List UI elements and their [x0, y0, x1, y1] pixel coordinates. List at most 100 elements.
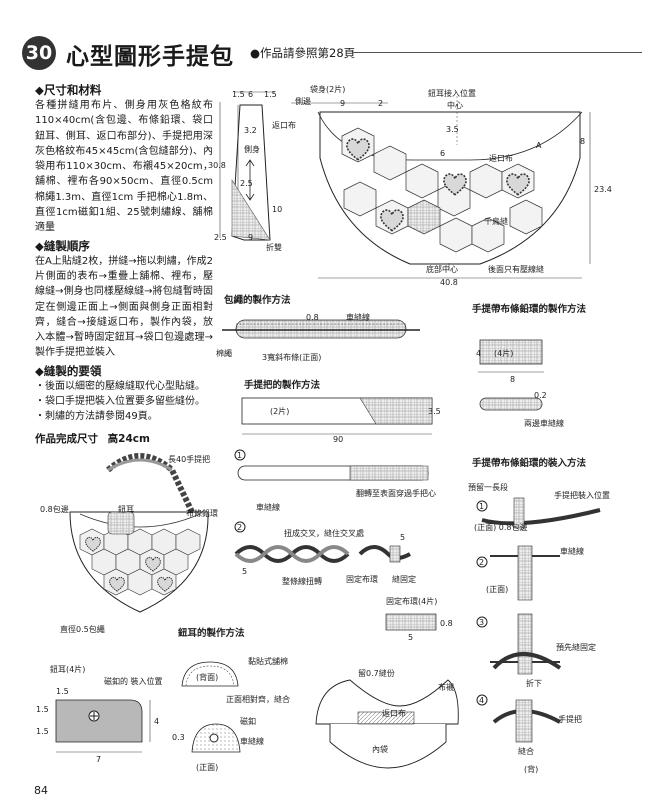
svg-text:1: 1	[237, 451, 242, 460]
ear-dim03: 0.3	[172, 733, 185, 742]
point-item: ・袋口手提把裝入位置要多留些縫份。	[35, 396, 205, 408]
attach-step-2: 2	[476, 545, 560, 601]
handle-dim5: 5	[242, 567, 247, 576]
magnet-position: 磁釦的 裝入位置	[104, 676, 163, 686]
loop-make-title: 手提帶布條鉛環的製作方法	[472, 303, 587, 315]
gusset-bottom-dim: 2.5	[214, 233, 227, 242]
lining-return: 返口布	[382, 708, 406, 718]
attach-front: (正面)	[486, 585, 508, 594]
loop-dim4: 4	[476, 349, 481, 358]
bottom-center-label: 底部中心	[426, 264, 458, 274]
handle-pieces: (2片)	[270, 406, 289, 416]
center-label: 中心	[447, 100, 463, 110]
magnet-label: 磁釦	[240, 716, 256, 726]
interface-label: 布襯	[438, 682, 454, 692]
piping-diagram	[222, 319, 420, 339]
materials-text: 各種拼縫用布片、側身用灰色格紋布110×40cm(含包邊、布條鉛環、袋口鈕耳、側…	[35, 100, 213, 234]
points-heading: ◆縫製的要領	[35, 363, 102, 378]
ear-dim: 7	[96, 755, 101, 764]
leave-label: 預留一長段	[468, 482, 508, 492]
allowance-label: 留0.7縫份	[358, 668, 395, 678]
svg-text:3: 3	[479, 618, 484, 627]
bag-body-pattern	[291, 96, 591, 279]
bottom-cord-label: 直徑0.5包繩	[60, 624, 105, 634]
finished-size-value: 高24cm	[107, 432, 150, 445]
point-item: ・後面以細密的壓線縫取代心型貼縫。	[35, 380, 205, 392]
loop-attach-title: 手提帶布條鉛環的裝入方法	[472, 457, 587, 469]
instructions-column: ◆尺寸和材料 各種拼縫用布片、側身用灰色格紋布110×40cm(含包邊、布條鉛環…	[35, 82, 213, 446]
loop-strip	[478, 339, 544, 411]
inner-bag-label: 內袋	[372, 744, 388, 754]
cross-stitch-label: 千鳥縫	[484, 216, 508, 226]
svg-text:2: 2	[237, 523, 242, 532]
bag-illustration	[69, 453, 209, 613]
attach-step-1: 1	[476, 497, 601, 529]
bag-width: 40.8	[440, 278, 458, 287]
align-label: 正面相對齊，縫合	[226, 694, 290, 704]
bag-body-title: 袋身(2片)	[310, 84, 345, 94]
header-rule	[352, 52, 642, 53]
svg-text:2: 2	[479, 558, 484, 567]
gusset-height: 30.8	[208, 161, 226, 170]
ear-stitch: 車縫線	[240, 736, 264, 746]
piping-dim: 0.8	[306, 313, 319, 322]
gusset-dim: 10	[272, 205, 282, 214]
loop-pieces: (4片)	[494, 348, 513, 358]
whole-twist-label: 整條線扭轉	[282, 576, 322, 586]
bag-height: 23.4	[594, 185, 612, 194]
handle-position-label: 鈕耳接入位置	[428, 88, 476, 98]
back-note: 後面只有壓線縫	[488, 264, 544, 274]
gusset-side-label: 側身	[244, 144, 260, 154]
piping-stitch: 車縫線	[346, 312, 370, 322]
bag-side-label: 側邊	[295, 96, 311, 106]
gusset-dim-top: 1.5	[232, 90, 245, 99]
bag-dim: 9	[340, 99, 345, 108]
area-a-label: A	[536, 141, 542, 150]
ear-dim: 1.5	[56, 687, 69, 696]
handle-stitch: 車縫線	[256, 502, 280, 512]
reference-note: ●作品請參照第28頁	[250, 46, 356, 60]
project-number-badge: 30	[22, 36, 56, 70]
piping-cord: 棉繩	[216, 348, 232, 358]
fix-cloth-title: 固定布環(4片)	[386, 596, 437, 606]
handle-turn: 翻轉至表面穿過手把心	[356, 488, 436, 498]
point-item: ・刺繡的方法請參閱49頁。	[35, 411, 158, 423]
svg-text:1: 1	[479, 502, 484, 511]
handle-40-label: 長40手提把	[168, 454, 210, 464]
page-header: 30 心型圖形手提包 ●作品請參照第28頁	[22, 36, 642, 72]
fold-down-label: 折下	[526, 678, 542, 688]
fix-cloth-piece	[385, 613, 437, 631]
fix-cloth-dim: 5	[408, 633, 413, 642]
gusset-dim-top: 6	[248, 90, 253, 99]
bag-dim: 3.5	[446, 125, 459, 134]
page-title: 心型圖形手提包	[66, 44, 234, 70]
fix-cloth-dim: 0.8	[440, 619, 453, 628]
gusset-pattern	[219, 91, 275, 241]
bag-dim: 8	[580, 137, 585, 146]
piping-08-label: 0.8包邊	[40, 504, 69, 514]
materials-heading: ◆尺寸和材料	[35, 83, 102, 97]
piping-fabric: 3寬斜布條(正面)	[262, 352, 321, 362]
steps-text: 在A上貼縫2枚，拼縫→拖以刺繡，作成2片側面的表布→重疊上舖棉、裡布，壓線縫→側…	[35, 255, 213, 359]
ear-make-title: 鈕耳的製作方法	[178, 627, 245, 639]
front-seam-label: (正面) 0.8包邊	[474, 522, 528, 532]
handle-make-title: 手提把的製作方法	[244, 379, 321, 391]
gusset-dim: 3.2	[244, 126, 257, 135]
handle-step-1: 1	[234, 449, 429, 481]
handle-dim5: 5	[400, 533, 405, 542]
loop-stitch: 兩邊車縫線	[524, 418, 564, 428]
bag-dim: 2	[378, 99, 383, 108]
return-cloth-label: 返口布	[489, 153, 513, 163]
ear-dim: 1.5	[36, 705, 49, 714]
svg-text:4: 4	[479, 696, 484, 705]
page-number: 84	[34, 784, 48, 797]
ear-back: (背面)	[196, 672, 218, 682]
pre-fix-label: 預先縫固定	[556, 642, 596, 652]
fix-cloth-label: 固定布環	[346, 574, 378, 584]
piping-title: 包繩的製作方法	[223, 294, 291, 306]
ear-dim: 1.5	[36, 727, 49, 736]
ear-front: (正面)	[196, 763, 218, 772]
ear-pieces: 鈕耳(4片)	[50, 664, 85, 674]
gusset-dim: 2.5	[240, 179, 253, 188]
